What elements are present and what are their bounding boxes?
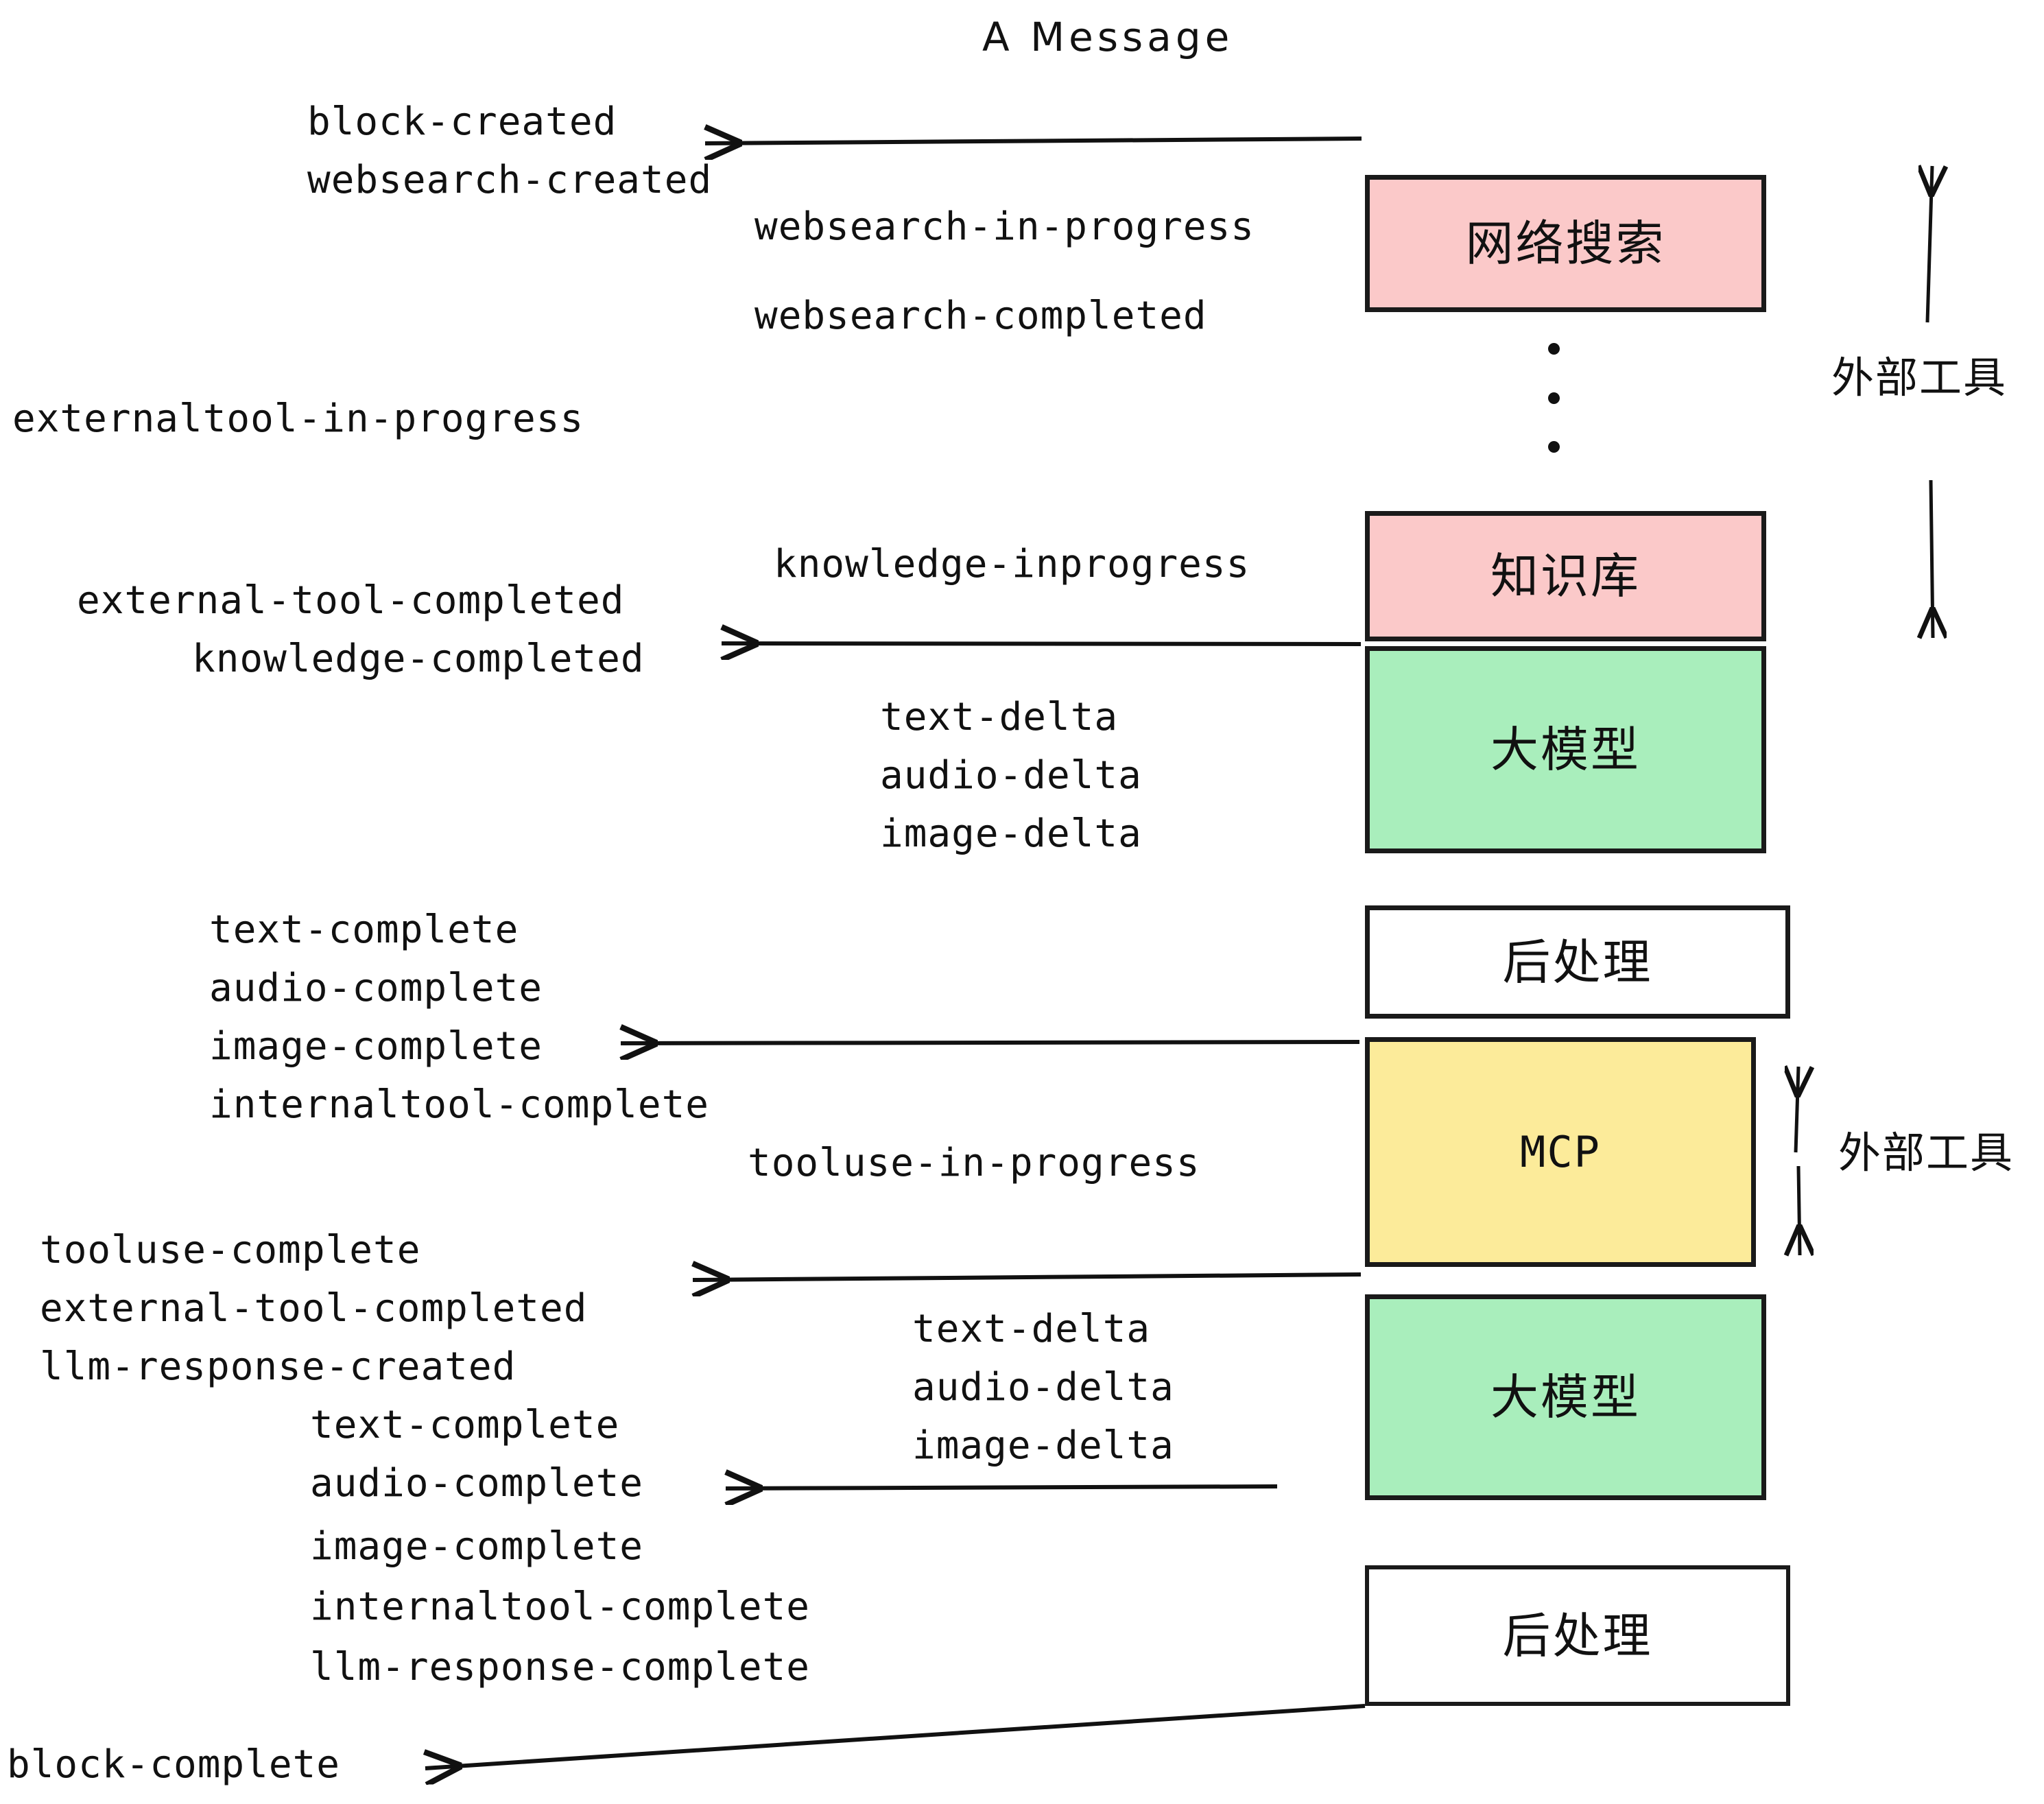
box-llm-second[interactable]: 大模型 [1365, 1294, 1766, 1500]
page-title: A Message [982, 14, 1234, 60]
event-external-tool-completed-second: external-tool-completed [40, 1286, 588, 1331]
arrow-external-tool-bottom [1796, 1067, 1800, 1255]
box-knowledge[interactable]: 知识库 [1365, 511, 1766, 641]
box-mcp-label: MCP [1520, 1126, 1601, 1177]
event-text-complete-second: text-complete [310, 1403, 620, 1447]
arrow-block-complete [425, 1704, 1366, 1768]
box-websearch[interactable]: 网络搜索 [1365, 175, 1766, 312]
event-image-delta-second: image-delta [912, 1423, 1174, 1468]
ellipsis-dots [1547, 343, 1560, 453]
event-llm-response-complete: llm-response-complete [310, 1645, 811, 1689]
arrow-tooluse-complete [693, 1274, 1362, 1280]
event-websearch-in-progress: websearch-in-progress [754, 204, 1255, 249]
event-text-delta-first: text-delta [880, 695, 1119, 739]
event-audio-delta-first: audio-delta [880, 753, 1142, 798]
box-llm-first-label: 大模型 [1490, 722, 1641, 778]
event-image-complete-second: image-complete [310, 1524, 644, 1569]
event-block-complete: block-complete [7, 1742, 341, 1787]
event-external-tool-completed-first: external-tool-completed [77, 578, 625, 623]
event-tooluse-complete: tooluse-complete [40, 1228, 421, 1272]
event-tooluse-in-progress: tooluse-in-progress [748, 1141, 1200, 1185]
box-websearch-label: 网络搜索 [1465, 215, 1666, 272]
sidelabel-external-tool-top: 外部工具 [1831, 353, 2008, 403]
sidelabel-external-tool-bottom: 外部工具 [1838, 1128, 2015, 1178]
arrow-knowledge-completed [722, 643, 1362, 644]
box-postprocess-second-label: 后处理 [1502, 1607, 1653, 1664]
arrow-audio-complete-2 [726, 1486, 1278, 1488]
box-mcp[interactable]: MCP [1365, 1037, 1756, 1267]
box-postprocess-first[interactable]: 后处理 [1365, 905, 1790, 1019]
event-internaltool-complete-first: internaltool-complete [209, 1082, 710, 1127]
arrow-image-complete-1 [621, 1042, 1360, 1043]
event-websearch-created: websearch-created [307, 158, 713, 202]
box-postprocess-first-label: 后处理 [1502, 934, 1653, 990]
event-knowledge-completed: knowledge-completed [192, 637, 645, 681]
event-block-created: block-created [307, 99, 617, 144]
event-text-delta-second: text-delta [912, 1307, 1151, 1351]
event-image-complete-first: image-complete [209, 1024, 543, 1069]
event-externaltool-in-progress: externaltool-in-progress [12, 396, 584, 441]
event-image-delta-first: image-delta [880, 811, 1142, 856]
event-audio-complete-second: audio-complete [310, 1461, 644, 1506]
box-knowledge-label: 知识库 [1490, 548, 1641, 604]
box-llm-second-label: 大模型 [1490, 1369, 1641, 1425]
box-llm-first[interactable]: 大模型 [1365, 646, 1766, 853]
event-audio-complete-first: audio-complete [209, 966, 543, 1010]
event-internaltool-complete-second: internaltool-complete [310, 1585, 811, 1629]
box-postprocess-second[interactable]: 后处理 [1365, 1565, 1790, 1706]
event-llm-response-created: llm-response-created [40, 1344, 516, 1389]
event-knowledge-inprogress: knowledge-inprogress [774, 542, 1250, 586]
event-websearch-completed: websearch-completed [754, 294, 1207, 338]
event-text-complete-first: text-complete [209, 907, 519, 952]
event-audio-delta-second: audio-delta [912, 1365, 1174, 1410]
arrow-block-created [705, 139, 1362, 143]
